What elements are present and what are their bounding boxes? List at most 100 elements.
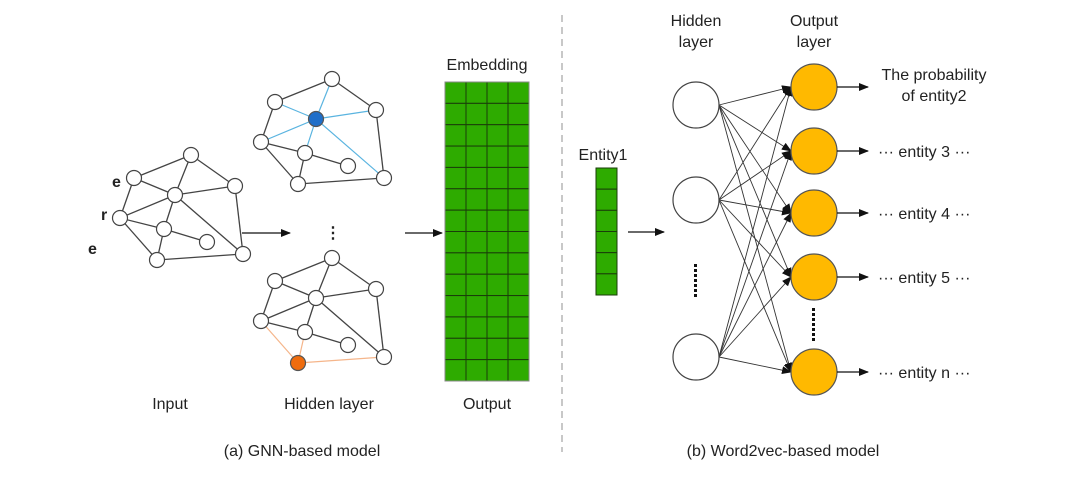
- caption-a: (a) GNN-based model: [224, 443, 381, 460]
- output-node: [790, 63, 838, 111]
- entity1-vector: [595, 167, 618, 296]
- embedding-cell: [444, 273, 467, 297]
- embedding-cell: [486, 359, 509, 382]
- entity-vector-cell: [595, 252, 618, 275]
- hidden-graph-orange-focus: [252, 249, 393, 372]
- output-label-line2: of entity2: [902, 88, 967, 105]
- graph-edge: [260, 297, 317, 322]
- embedding-cell: [465, 145, 488, 168]
- embedding-cell: [465, 231, 488, 254]
- output-label: ··· entity 3 ···: [878, 144, 970, 161]
- embedding-cell: [444, 359, 467, 382]
- nn-edge: [718, 150, 792, 358]
- embedding-cell: [507, 231, 530, 254]
- ellipsis-dot: [812, 308, 815, 311]
- embedding-cell: [486, 316, 509, 339]
- hidden-graph-blue-focus: [252, 70, 393, 193]
- ellipsis-dot: [694, 279, 697, 282]
- embedding-cell: [465, 81, 488, 104]
- embedding-title: Embedding: [447, 57, 528, 74]
- embedding-cell: [486, 209, 509, 232]
- graph-node: [198, 233, 216, 251]
- output-label: ··· entity n ···: [878, 365, 970, 382]
- focus-node: [307, 110, 325, 128]
- ellipsis-dot: [694, 289, 697, 292]
- embedding-cell: [444, 209, 467, 232]
- graph-node: [339, 157, 357, 175]
- embedding-cell: [486, 337, 509, 361]
- hidden-layer-label: Hidden layer: [284, 396, 375, 413]
- embedding-cell: [486, 124, 509, 147]
- output-label: ··· entity 4 ···: [878, 206, 970, 223]
- embedding-cell: [507, 209, 530, 232]
- embedding-cell: [486, 102, 509, 126]
- output-label-line1: The probability: [882, 67, 987, 84]
- output-ellipsis-dots: [812, 308, 815, 341]
- graph-node: [252, 133, 270, 151]
- entity-vector-cell: [595, 273, 618, 296]
- embedding-cell: [507, 124, 530, 147]
- graph-node: [323, 70, 341, 88]
- ellipsis-dot: [812, 318, 815, 321]
- graph-edge: [190, 154, 236, 187]
- graph-node: [307, 289, 325, 307]
- ellipsis-dot: [694, 269, 697, 272]
- ellipsis-dot: [812, 328, 815, 331]
- graph-node: [367, 280, 385, 298]
- embedding-cell: [486, 81, 509, 104]
- output-label: ··· entity 5 ···: [878, 270, 970, 287]
- embedding-cell: [465, 209, 488, 232]
- entity-vector-cell: [595, 188, 618, 211]
- graph-edge: [315, 288, 377, 299]
- graph-node: [296, 144, 314, 162]
- nn-edge: [718, 104, 792, 278]
- embedding-cell: [465, 252, 488, 275]
- embedding-cell: [507, 81, 530, 104]
- embedding-cell: [444, 316, 467, 339]
- graph-node: [182, 146, 200, 164]
- ellipsis-dot: [694, 284, 697, 287]
- nn-nodes: [672, 63, 838, 396]
- graph-edge: [174, 185, 236, 196]
- input-graph: [111, 146, 252, 269]
- nn-edge: [718, 86, 793, 358]
- embedding-cell: [444, 124, 467, 147]
- hidden-layer-title-line2: layer: [679, 34, 714, 51]
- embedding-cell: [465, 359, 488, 382]
- embedding-cell: [465, 166, 488, 190]
- hidden-node: [672, 81, 720, 129]
- graph-edge: [156, 253, 244, 261]
- embedding-cell: [507, 337, 530, 361]
- graph-edge: [331, 257, 377, 290]
- entity-vector-cell: [595, 167, 618, 190]
- graph-node: [375, 169, 393, 187]
- graph-edge: [133, 154, 192, 179]
- embedding-cell: [444, 102, 467, 126]
- ellipsis-dot: [812, 313, 815, 316]
- output-node: [790, 127, 838, 175]
- embedding-cell: [507, 102, 530, 126]
- embedding-cell: [444, 295, 467, 318]
- embedding-cell: [444, 337, 467, 361]
- ellipsis-dot: [812, 338, 815, 341]
- output-layer-title-line2: layer: [797, 34, 832, 51]
- graph-edge: [119, 194, 176, 219]
- graph-node: [266, 93, 284, 111]
- embedding-cell: [444, 231, 467, 254]
- edge-label-e-top: e: [112, 174, 121, 191]
- nn-edge: [718, 104, 792, 152]
- embedding-cell: [507, 359, 530, 382]
- graph-edge: [375, 109, 385, 179]
- embedding-cell: [507, 273, 530, 297]
- graph-node: [323, 249, 341, 267]
- graph-edge: [315, 297, 385, 358]
- embedding-cell: [507, 188, 530, 211]
- graph-node: [125, 169, 143, 187]
- nn-edge: [718, 199, 792, 216]
- embedding-cell: [444, 145, 467, 168]
- ellipsis-dot: [694, 294, 697, 297]
- output-node: [790, 253, 838, 301]
- embedding-cell: [465, 337, 488, 361]
- embedding-cell: [444, 81, 467, 104]
- nn-edge: [718, 212, 792, 358]
